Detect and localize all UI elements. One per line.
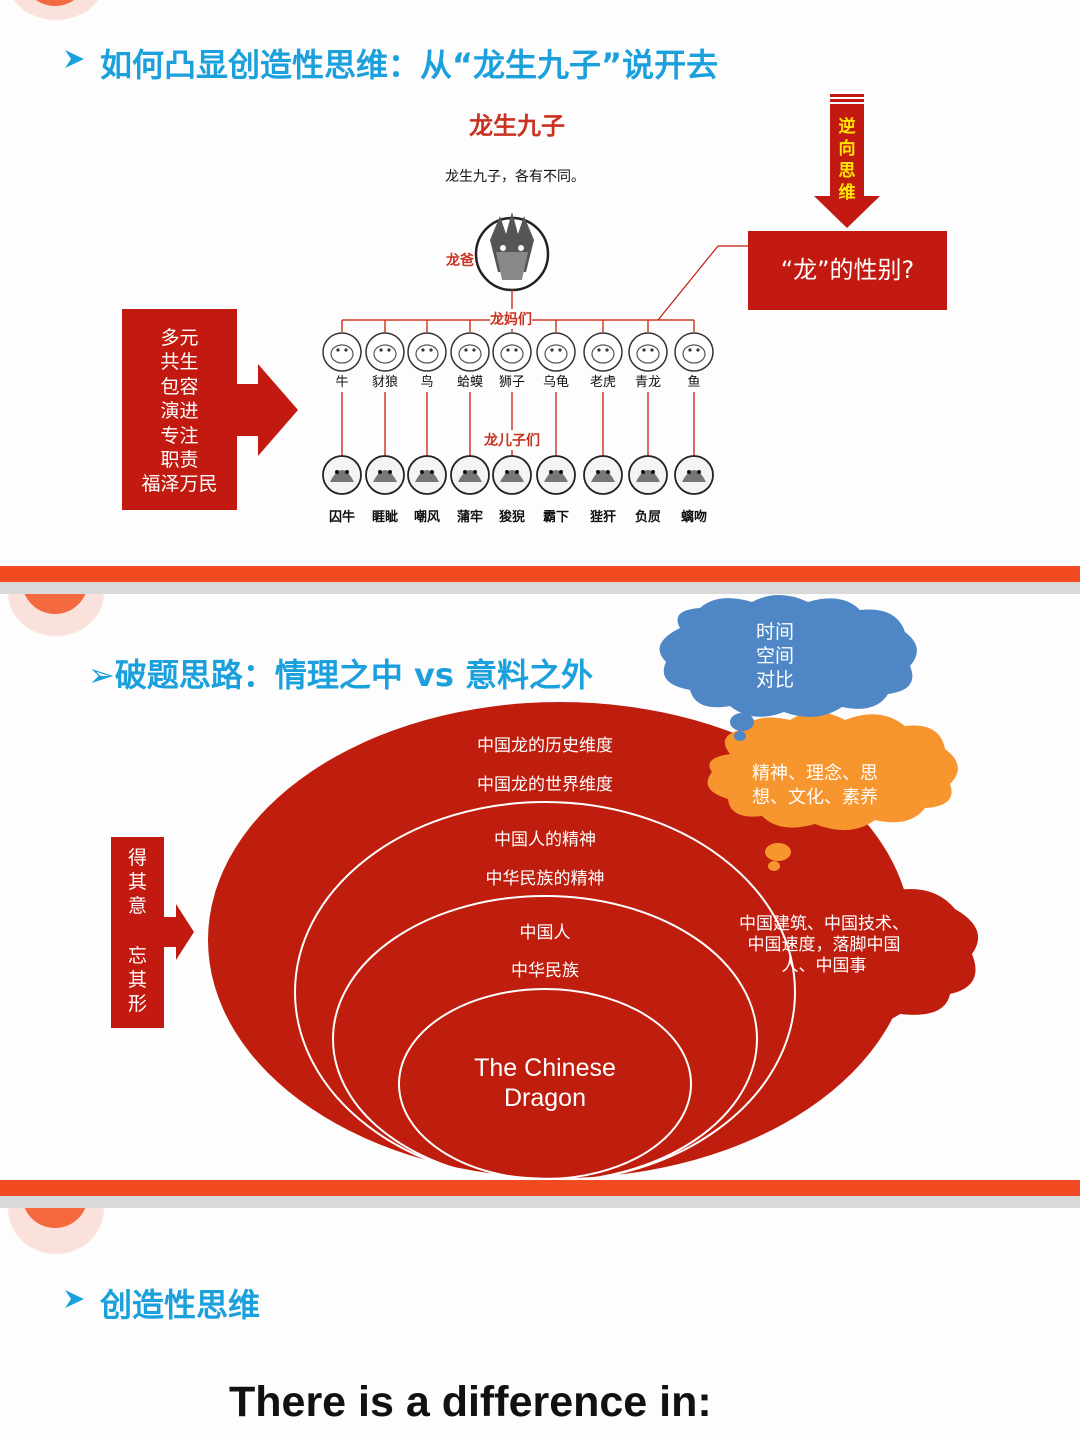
reverse-char: 向 xyxy=(830,138,864,160)
mother-animal-icon xyxy=(323,333,361,371)
mother-animal-icon xyxy=(408,333,446,371)
slide-1: 如何凸显创造性思维：从“龙生九子”说开去 龙生九子 龙生九子，各有不同。 牛 豺狼… xyxy=(0,0,1080,566)
mother-animal-icon xyxy=(451,333,489,371)
mother-label: 青龙 xyxy=(635,375,661,390)
trait-line: 共生 xyxy=(122,350,237,374)
diagram-subtitle: 龙生九子，各有不同。 xyxy=(430,166,600,186)
son-label: 蒲牢 xyxy=(457,509,483,525)
blue-cloud-text: 时间 空间 对比 xyxy=(720,620,830,692)
mother-label: 乌龟 xyxy=(543,374,569,390)
slide-divider xyxy=(0,566,1080,582)
son-label: 负屃 xyxy=(635,509,661,525)
son-label: 狻猊 xyxy=(499,509,525,525)
mother-label: 牛 xyxy=(335,375,348,390)
slide-3-heading: 创造性思维 xyxy=(100,1280,260,1326)
slide-1-heading: 如何凸显创造性思维：从“龙生九子”说开去 xyxy=(100,40,718,86)
core-line-1: The Chinese xyxy=(400,1054,690,1083)
connector-line xyxy=(640,240,760,340)
meaning-char: 形 xyxy=(111,992,164,1016)
son-label: 霸下 xyxy=(543,510,569,525)
slide-3-body-text: There is a difference in: xyxy=(229,1378,712,1427)
mother-label: 狮子 xyxy=(499,375,525,390)
meaning-char: 意 xyxy=(111,894,164,918)
trait-line: 福泽万民 xyxy=(122,472,237,496)
meaning-char: 忘 xyxy=(111,944,164,968)
ring-outer-line-2: 中国龙的世界维度 xyxy=(420,770,670,795)
mother-label: 鸟 xyxy=(420,374,433,390)
slide-divider xyxy=(0,1180,1080,1196)
gender-question-box: “龙”的性别? xyxy=(748,231,947,310)
mothers-label: 龙妈们 xyxy=(490,309,532,329)
ring-third-line-2: 中华民族 xyxy=(420,956,670,981)
mother-label: 蛤蟆 xyxy=(457,375,483,390)
son-label: 囚牛 xyxy=(329,509,355,525)
red-cloud-text: 中国建筑、中国技术、 中国速度，落脚中国 人、中国事 xyxy=(724,914,924,977)
side-arrow xyxy=(160,904,194,960)
mother-animal-icon xyxy=(584,333,622,371)
reverse-thinking-label: 逆 向 思 维 xyxy=(830,116,864,204)
cloud-red-line: 中国建筑、中国技术、 xyxy=(724,914,924,935)
ring-second-line-2: 中华民族的精神 xyxy=(420,864,670,889)
meaning-text-top: 得 其 意 xyxy=(111,846,164,918)
ring-second-line-1: 中国人的精神 xyxy=(420,825,670,850)
ring-outer-line-1: 中国龙的历史维度 xyxy=(420,731,670,756)
trait-line: 多元 xyxy=(122,326,237,350)
ring-third-line-1: 中国人 xyxy=(420,918,670,943)
mother-label: 老虎 xyxy=(590,375,616,390)
traits-arrow xyxy=(236,364,300,456)
slide-3: 创造性思维 There is a difference in: xyxy=(0,1208,1080,1440)
cloud-red-line: 中国速度，落脚中国 xyxy=(724,935,924,956)
son-label: 睚眦 xyxy=(372,509,398,525)
cloud-blue-line: 空间 xyxy=(720,644,830,668)
reverse-char: 逆 xyxy=(830,116,864,138)
heading-arrow-icon xyxy=(62,1286,88,1316)
meaning-char: 其 xyxy=(111,968,164,992)
son-label: 螭吻 xyxy=(681,509,707,525)
son-label: 嘲风 xyxy=(414,509,440,525)
trait-line: 包容 xyxy=(122,375,237,399)
sons-label: 龙儿子们 xyxy=(484,430,540,450)
diagram-title: 龙生九子 xyxy=(442,106,592,141)
reverse-char: 维 xyxy=(830,182,864,204)
father-label: 龙爸 xyxy=(446,250,474,270)
orange-cloud-text: 精神、理念、思 想、文化、素养 xyxy=(730,762,900,810)
mother-label: 豺狼 xyxy=(372,375,398,390)
traits-text: 多元 共生 包容 演进 专注 职责 福泽万民 xyxy=(122,326,237,497)
cloud-blue-line: 时间 xyxy=(720,620,830,644)
meaning-char: 其 xyxy=(111,870,164,894)
son-label: 狴犴 xyxy=(589,509,616,525)
slide-divider-gray xyxy=(0,582,1080,594)
reverse-char: 思 xyxy=(830,160,864,182)
gender-question-text: “龙”的性别? xyxy=(781,256,915,284)
mother-label: 鱼 xyxy=(687,374,700,390)
slide-divider-gray xyxy=(0,1196,1080,1208)
trait-line: 职责 xyxy=(122,448,237,472)
mother-animal-icon xyxy=(493,333,531,371)
meaning-char: 得 xyxy=(111,846,164,870)
cloud-orange-line: 精神、理念、思 xyxy=(730,762,900,786)
mother-animal-icon xyxy=(366,333,404,371)
cloud-orange-line: 想、文化、素养 xyxy=(730,786,900,810)
meaning-text-bottom: 忘 其 形 xyxy=(111,944,164,1016)
slide-2: ➢破题思路：情理之中 vs 意料之外 得 其 意 忘 其 形 中国龙的历史维度 … xyxy=(0,594,1080,1180)
trait-line: 演进 xyxy=(122,399,237,423)
cloud-red-line: 人、中国事 xyxy=(724,956,924,977)
core-line-2: Dragon xyxy=(400,1084,690,1113)
cloud-blue-line: 对比 xyxy=(720,668,830,692)
sons-row: 囚牛 睚眦嘲风 蒲牢狻猊 霸下 狴犴 负屃 螭吻 xyxy=(323,456,713,525)
trait-line: 专注 xyxy=(122,424,237,448)
mother-animal-icon xyxy=(537,333,575,371)
heading-arrow-icon xyxy=(62,46,88,76)
